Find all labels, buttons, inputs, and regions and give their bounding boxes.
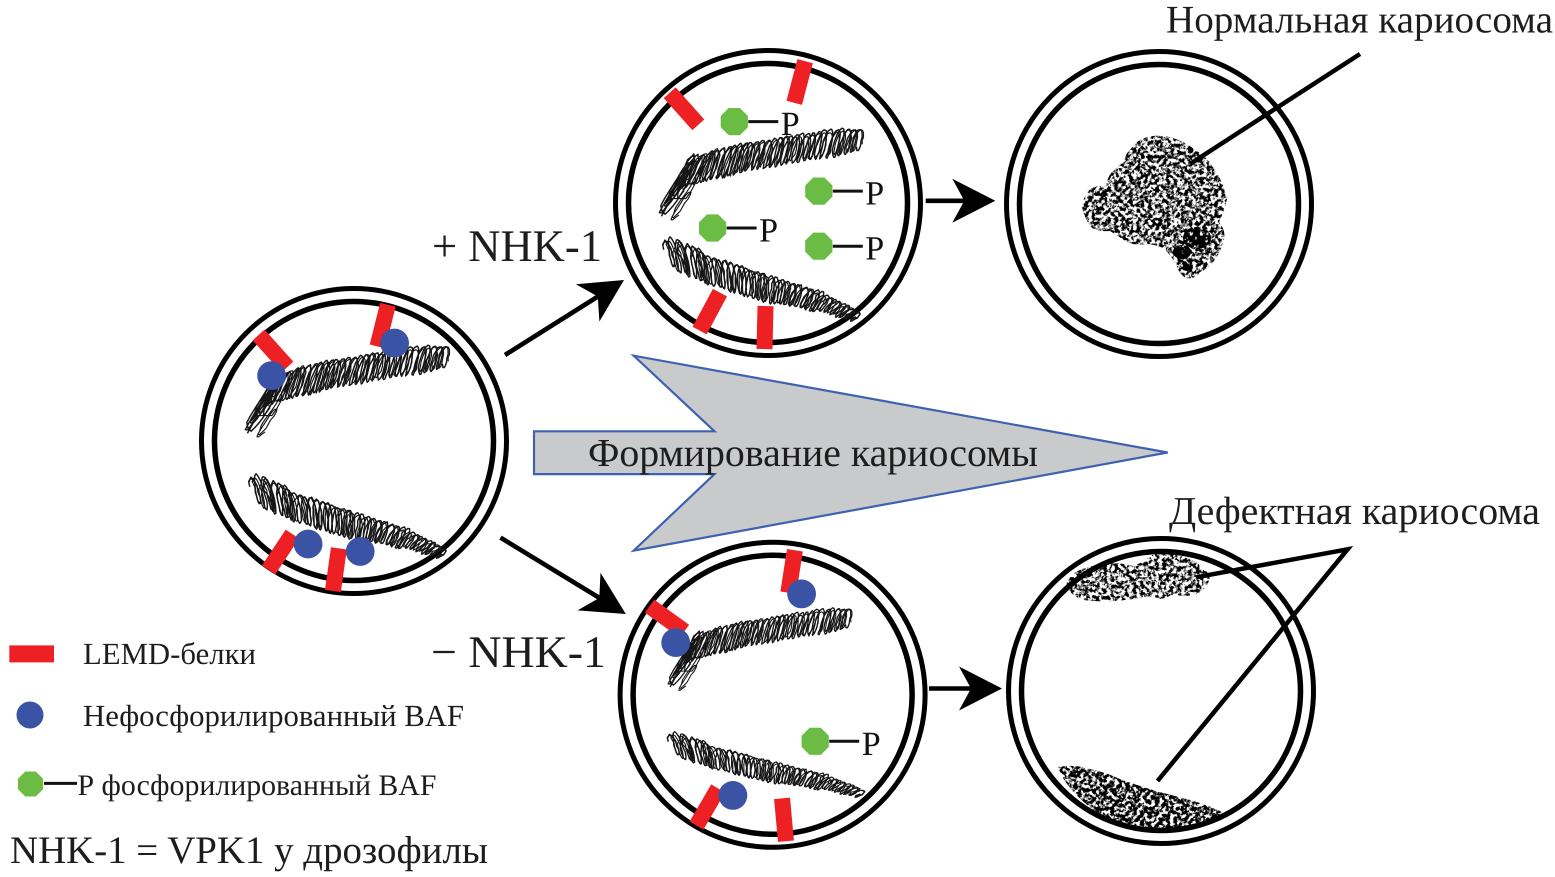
svg-text:+ NHK-1: + NHK-1: [432, 221, 602, 271]
svg-text:P: P: [781, 106, 800, 143]
svg-text:NHK-1 = VPK1 у дрозофилы: NHK-1 = VPK1 у дрозофилы: [10, 829, 488, 872]
svg-text:Нефосфорилированный BAF: Нефосфорилированный BAF: [83, 699, 464, 733]
svg-text:Формирование кариосомы: Формирование кариосомы: [588, 431, 1038, 475]
svg-text:LEMD-белки: LEMD-белки: [83, 637, 256, 671]
svg-text:P: P: [862, 726, 881, 763]
svg-text:Дефектная кариосома: Дефектная кариосома: [1169, 489, 1540, 533]
svg-text:P: P: [865, 231, 884, 268]
svg-text:− NHK-1: − NHK-1: [431, 627, 606, 677]
svg-text:P: P: [759, 213, 778, 250]
svg-text:Р фосфорилированный BAF: Р фосфорилированный BAF: [78, 769, 437, 802]
svg-text:P: P: [865, 176, 884, 213]
svg-text:Нормальная кариосома: Нормальная кариосома: [1166, 0, 1553, 42]
